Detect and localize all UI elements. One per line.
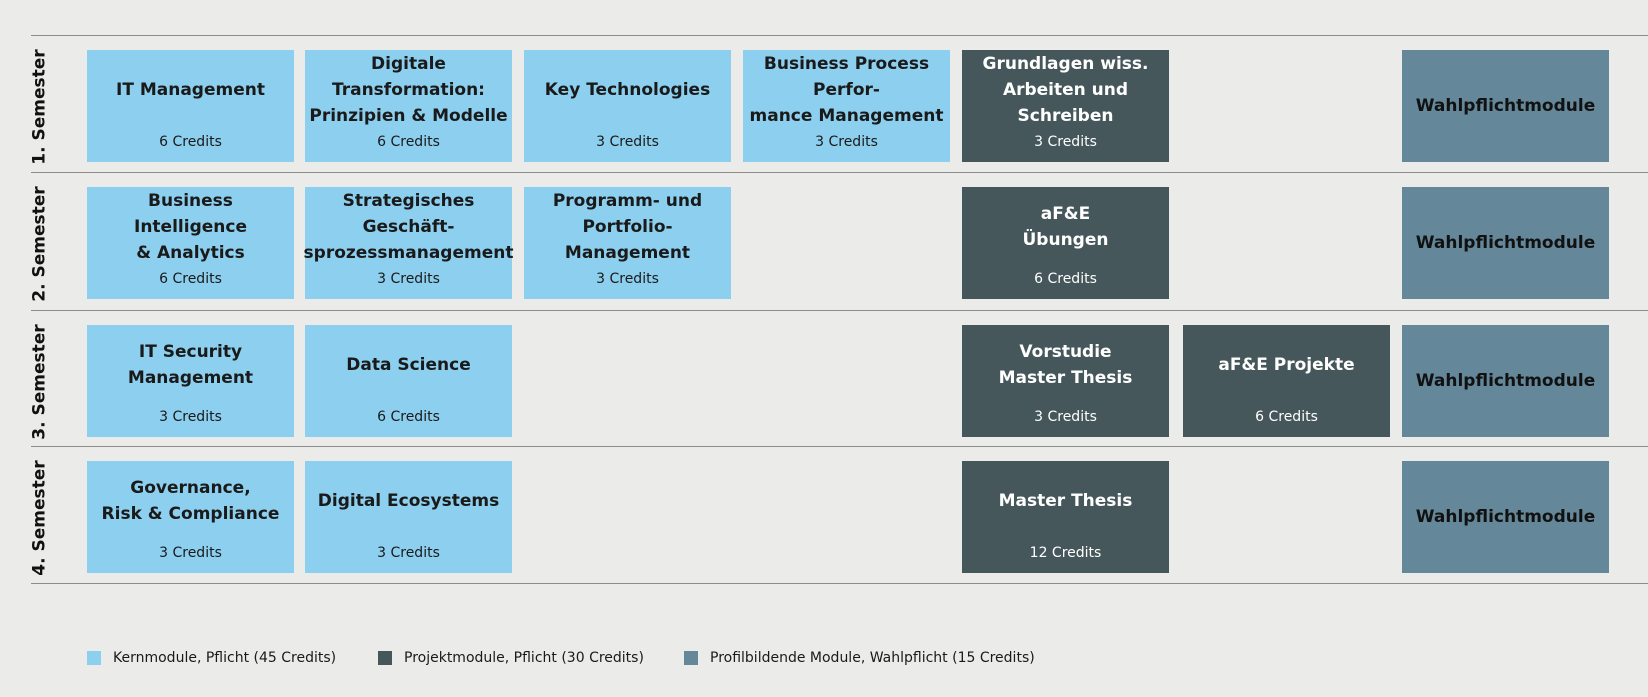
module-title: Strategisches Geschäft- sprozessmanageme… [303, 191, 514, 263]
semester-label: 4. Semester [18, 446, 62, 590]
module-wahlpflichtmodule: Wahlpflichtmodule [1402, 325, 1609, 437]
legend-item-core: Kernmodule, Pflicht (45 Credits) [87, 648, 336, 668]
legend-item-project: Projektmodule, Pflicht (30 Credits) [378, 648, 644, 668]
semester-row: 3. Semester IT Security Management 3 Credi… [0, 310, 1648, 454]
module-credits: 3 Credits [596, 134, 659, 150]
module-credits: 6 Credits [377, 409, 440, 425]
legend-item-elective: Profilbildende Module, Wahlpflicht (15 C… [684, 648, 1035, 668]
semester-label: 1. Semester [18, 35, 62, 179]
module-strategisches-geschäft-sprozessmanagement: Strategisches Geschäft- sprozessmanageme… [303, 187, 514, 299]
module-vorstudie-master-thesis: Vorstudie Master Thesis 3 Credits [962, 325, 1169, 437]
module-key-technologies: Key Technologies 3 Credits [524, 50, 731, 162]
module-programm-und-portfolio-management: Programm- und Portfolio-Management 3 Cred… [524, 187, 731, 299]
module-title: Vorstudie Master Thesis [998, 342, 1133, 388]
row-divider [31, 172, 1648, 173]
module-it-security-management: IT Security Management 3 Credits [87, 325, 294, 437]
row-divider [31, 310, 1648, 311]
module-it-management: IT Management 6 Credits [87, 50, 294, 162]
module-title: Programm- und Portfolio-Management [552, 191, 703, 263]
module-title: Key Technologies [544, 80, 711, 100]
row-divider [31, 446, 1648, 447]
module-title: aF&E Übungen [1022, 204, 1109, 250]
legend-swatch [378, 651, 392, 665]
semester-row: 1. Semester IT Management 6 Credits Digital… [0, 35, 1648, 179]
module-credits: 3 Credits [377, 545, 440, 561]
module-credits: 3 Credits [596, 271, 659, 287]
module-wahlpflichtmodule: Wahlpflichtmodule [1402, 187, 1609, 299]
module-credits: 6 Credits [159, 134, 222, 150]
module-master-thesis: Master Thesis 12 Credits [962, 461, 1169, 573]
module-credits: 12 Credits [1029, 545, 1102, 561]
legend-swatch [87, 651, 101, 665]
module-governance-risk-compliance: Governance, Risk & Compliance 3 Credits [87, 461, 294, 573]
module-wahlpflichtmodule: Wahlpflichtmodule [1402, 50, 1609, 162]
semester-label-text: 1. Semester [30, 49, 51, 165]
module-digitale-transformation-prinzipien-modelle: Digitale Transformation: Prinzipien & Mo… [305, 50, 512, 162]
module-data-science: Data Science 6 Credits [305, 325, 512, 437]
module-title: Wahlpflichtmodule [1415, 96, 1596, 116]
module-credits: 3 Credits [1034, 134, 1097, 150]
module-title: Business Process Perfor- mance Managemen… [749, 54, 944, 126]
module-title: Governance, Risk & Compliance [101, 478, 280, 524]
module-title: Business Intelligence & Analytics [134, 191, 247, 263]
module-title: aF&E Projekte [1218, 355, 1355, 375]
legend-label: Projektmodule, Pflicht (30 Credits) [404, 650, 644, 666]
semester-label-text: 2. Semester [30, 186, 51, 302]
semester-label: 2. Semester [18, 172, 62, 316]
module-credits: 3 Credits [159, 545, 222, 561]
legend-label: Profilbildende Module, Wahlpflicht (15 C… [710, 650, 1035, 666]
module-title: Wahlpflichtmodule [1415, 233, 1596, 253]
module-title: Data Science [346, 355, 471, 375]
module-af-e-projekte: aF&E Projekte 6 Credits [1183, 325, 1390, 437]
module-digital-ecosystems: Digital Ecosystems 3 Credits [305, 461, 512, 573]
module-title: Wahlpflichtmodule [1415, 371, 1596, 391]
module-business-intelligence-analytics: Business Intelligence & Analytics 6 Credi… [87, 187, 294, 299]
semester-label: 3. Semester [18, 310, 62, 454]
module-credits: 6 Credits [1255, 409, 1318, 425]
module-af-e-übungen: aF&E Übungen 6 Credits [962, 187, 1169, 299]
module-title: Master Thesis [998, 491, 1133, 511]
module-credits: 6 Credits [159, 271, 222, 287]
legend-label: Kernmodule, Pflicht (45 Credits) [113, 650, 337, 666]
semester-label-text: 4. Semester [30, 460, 51, 576]
legend-swatch [684, 651, 698, 665]
module-title: Digital Ecosystems [317, 491, 500, 511]
module-title: IT Security Management [127, 342, 254, 388]
module-credits: 6 Credits [377, 134, 440, 150]
semester-row: 2. Semester Business Intelligence & Analy… [0, 172, 1648, 316]
module-credits: 3 Credits [1034, 409, 1097, 425]
module-credits: 3 Credits [377, 271, 440, 287]
module-credits: 3 Credits [815, 134, 878, 150]
module-credits: 6 Credits [1034, 271, 1097, 287]
module-grundlagen-wiss-arbeiten-und-schreiben: Grundlagen wiss. Arbeiten und Schreiben 3… [962, 50, 1169, 162]
module-title: IT Management [116, 80, 265, 100]
semester-row: 4. Semester Governance, Risk & Compliance… [0, 446, 1648, 590]
module-title: Grundlagen wiss. Arbeiten und Schreiben [982, 54, 1149, 126]
row-divider [31, 583, 1648, 584]
module-business-process-perfor-mance-management: Business Process Perfor- mance Managemen… [743, 50, 950, 162]
semester-label-text: 3. Semester [30, 324, 51, 440]
legend: Kernmodule, Pflicht (45 Credits) Projektm… [0, 648, 1648, 668]
module-credits: 3 Credits [159, 409, 222, 425]
row-divider [31, 35, 1648, 36]
module-title: Wahlpflichtmodule [1415, 507, 1596, 527]
module-title: Digitale Transformation: Prinzipien & Mo… [309, 54, 508, 126]
module-wahlpflichtmodule: Wahlpflichtmodule [1402, 461, 1609, 573]
